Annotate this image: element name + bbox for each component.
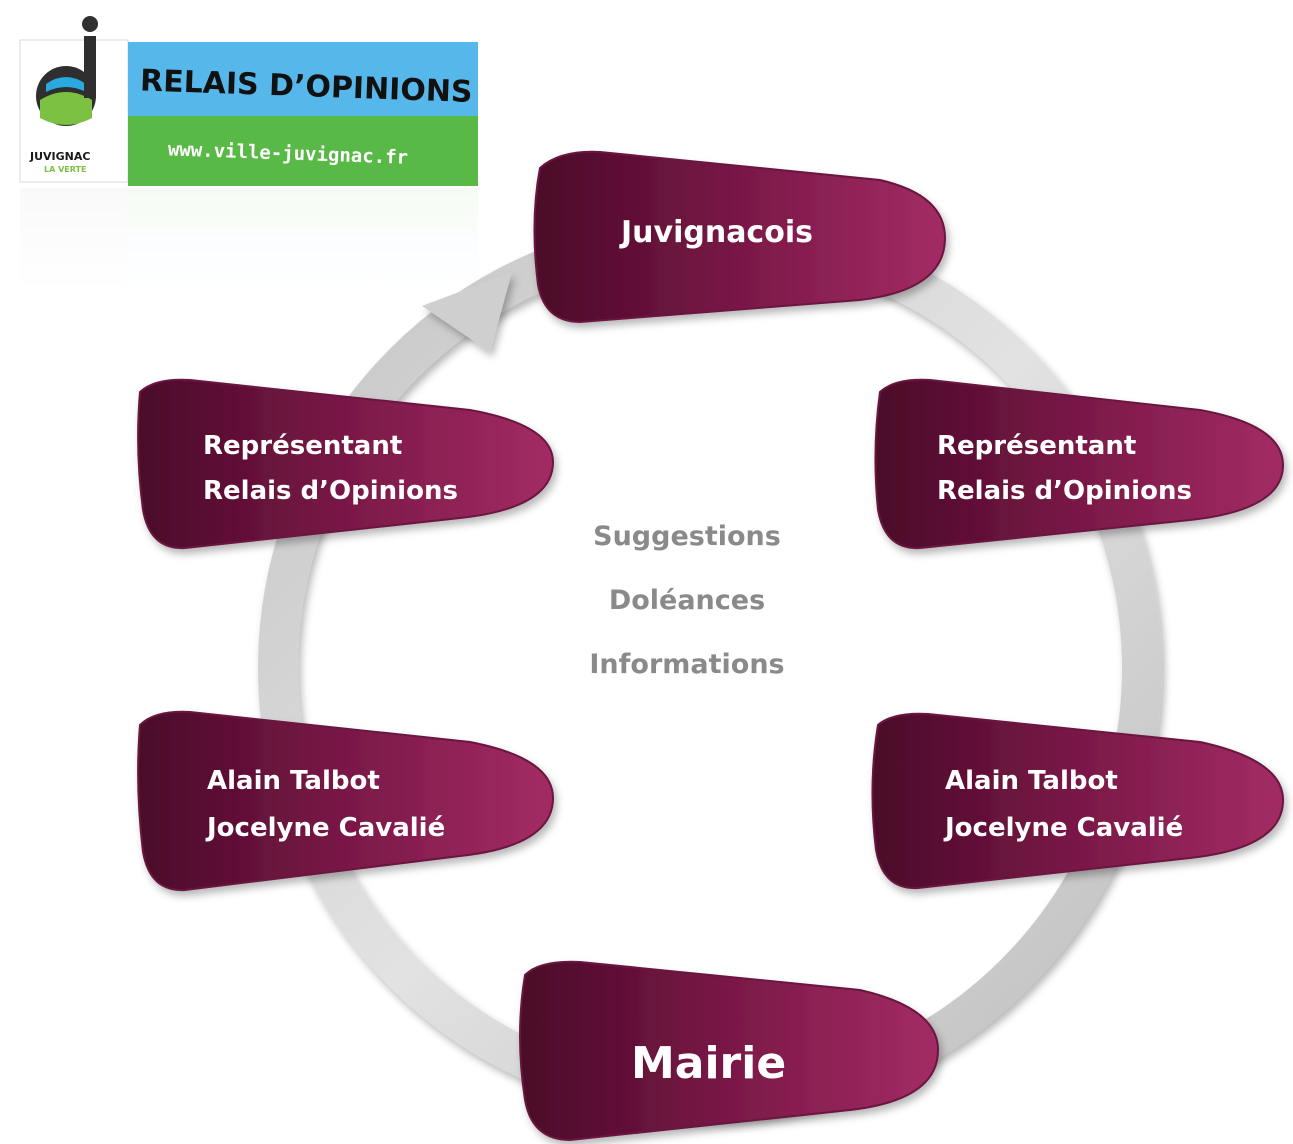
logo-green-band <box>128 116 478 186</box>
logo-reflection-fade <box>0 186 490 292</box>
center-labels: Suggestions Doléances Informations <box>589 521 784 680</box>
node-representant-right-line1: Représentant <box>937 431 1136 461</box>
node-juvignacois-label: Juvignacois <box>619 215 813 250</box>
node-elus-left: Alain Talbot Jocelyne Cavalié <box>137 710 555 892</box>
node-elus-right: Alain Talbot Jocelyne Cavalié <box>871 712 1285 890</box>
logo-j-icon: j <box>0 0 98 126</box>
node-representant-right: Représentant Relais d’Opinions <box>874 378 1285 550</box>
center-label-doleances: Doléances <box>609 585 765 616</box>
logo-letter: j <box>0 0 1 1</box>
logo-blue-band <box>128 42 478 116</box>
node-elus-left-line2: Jocelyne Cavalié <box>205 813 445 843</box>
node-mairie-label: Mairie <box>631 1038 786 1089</box>
center-label-informations: Informations <box>589 649 784 680</box>
node-elus-right-line1: Alain Talbot <box>945 766 1118 796</box>
node-representant-left: Représentant Relais d’Opinions <box>137 378 555 550</box>
node-elus-left-line1: Alain Talbot <box>207 766 380 796</box>
center-label-suggestions: Suggestions <box>593 521 781 552</box>
node-mairie: Mairie <box>519 960 940 1142</box>
cycle-arrow-icon <box>422 272 512 352</box>
node-juvignacois: Juvignacois <box>533 150 947 324</box>
node-representant-right-line2: Relais d’Opinions <box>937 476 1192 506</box>
logo-city: JUVIGNAC <box>29 150 90 163</box>
node-representant-left-line2: Relais d’Opinions <box>203 476 458 506</box>
logo: j JUVIGNAC LA VERTE RELAIS D’OPINIONS ww… <box>0 0 490 292</box>
node-elus-right-line2: Jocelyne Cavalié <box>943 813 1183 843</box>
node-representant-left-line1: Représentant <box>203 431 402 461</box>
logo-city-sub: LA VERTE <box>44 165 86 174</box>
